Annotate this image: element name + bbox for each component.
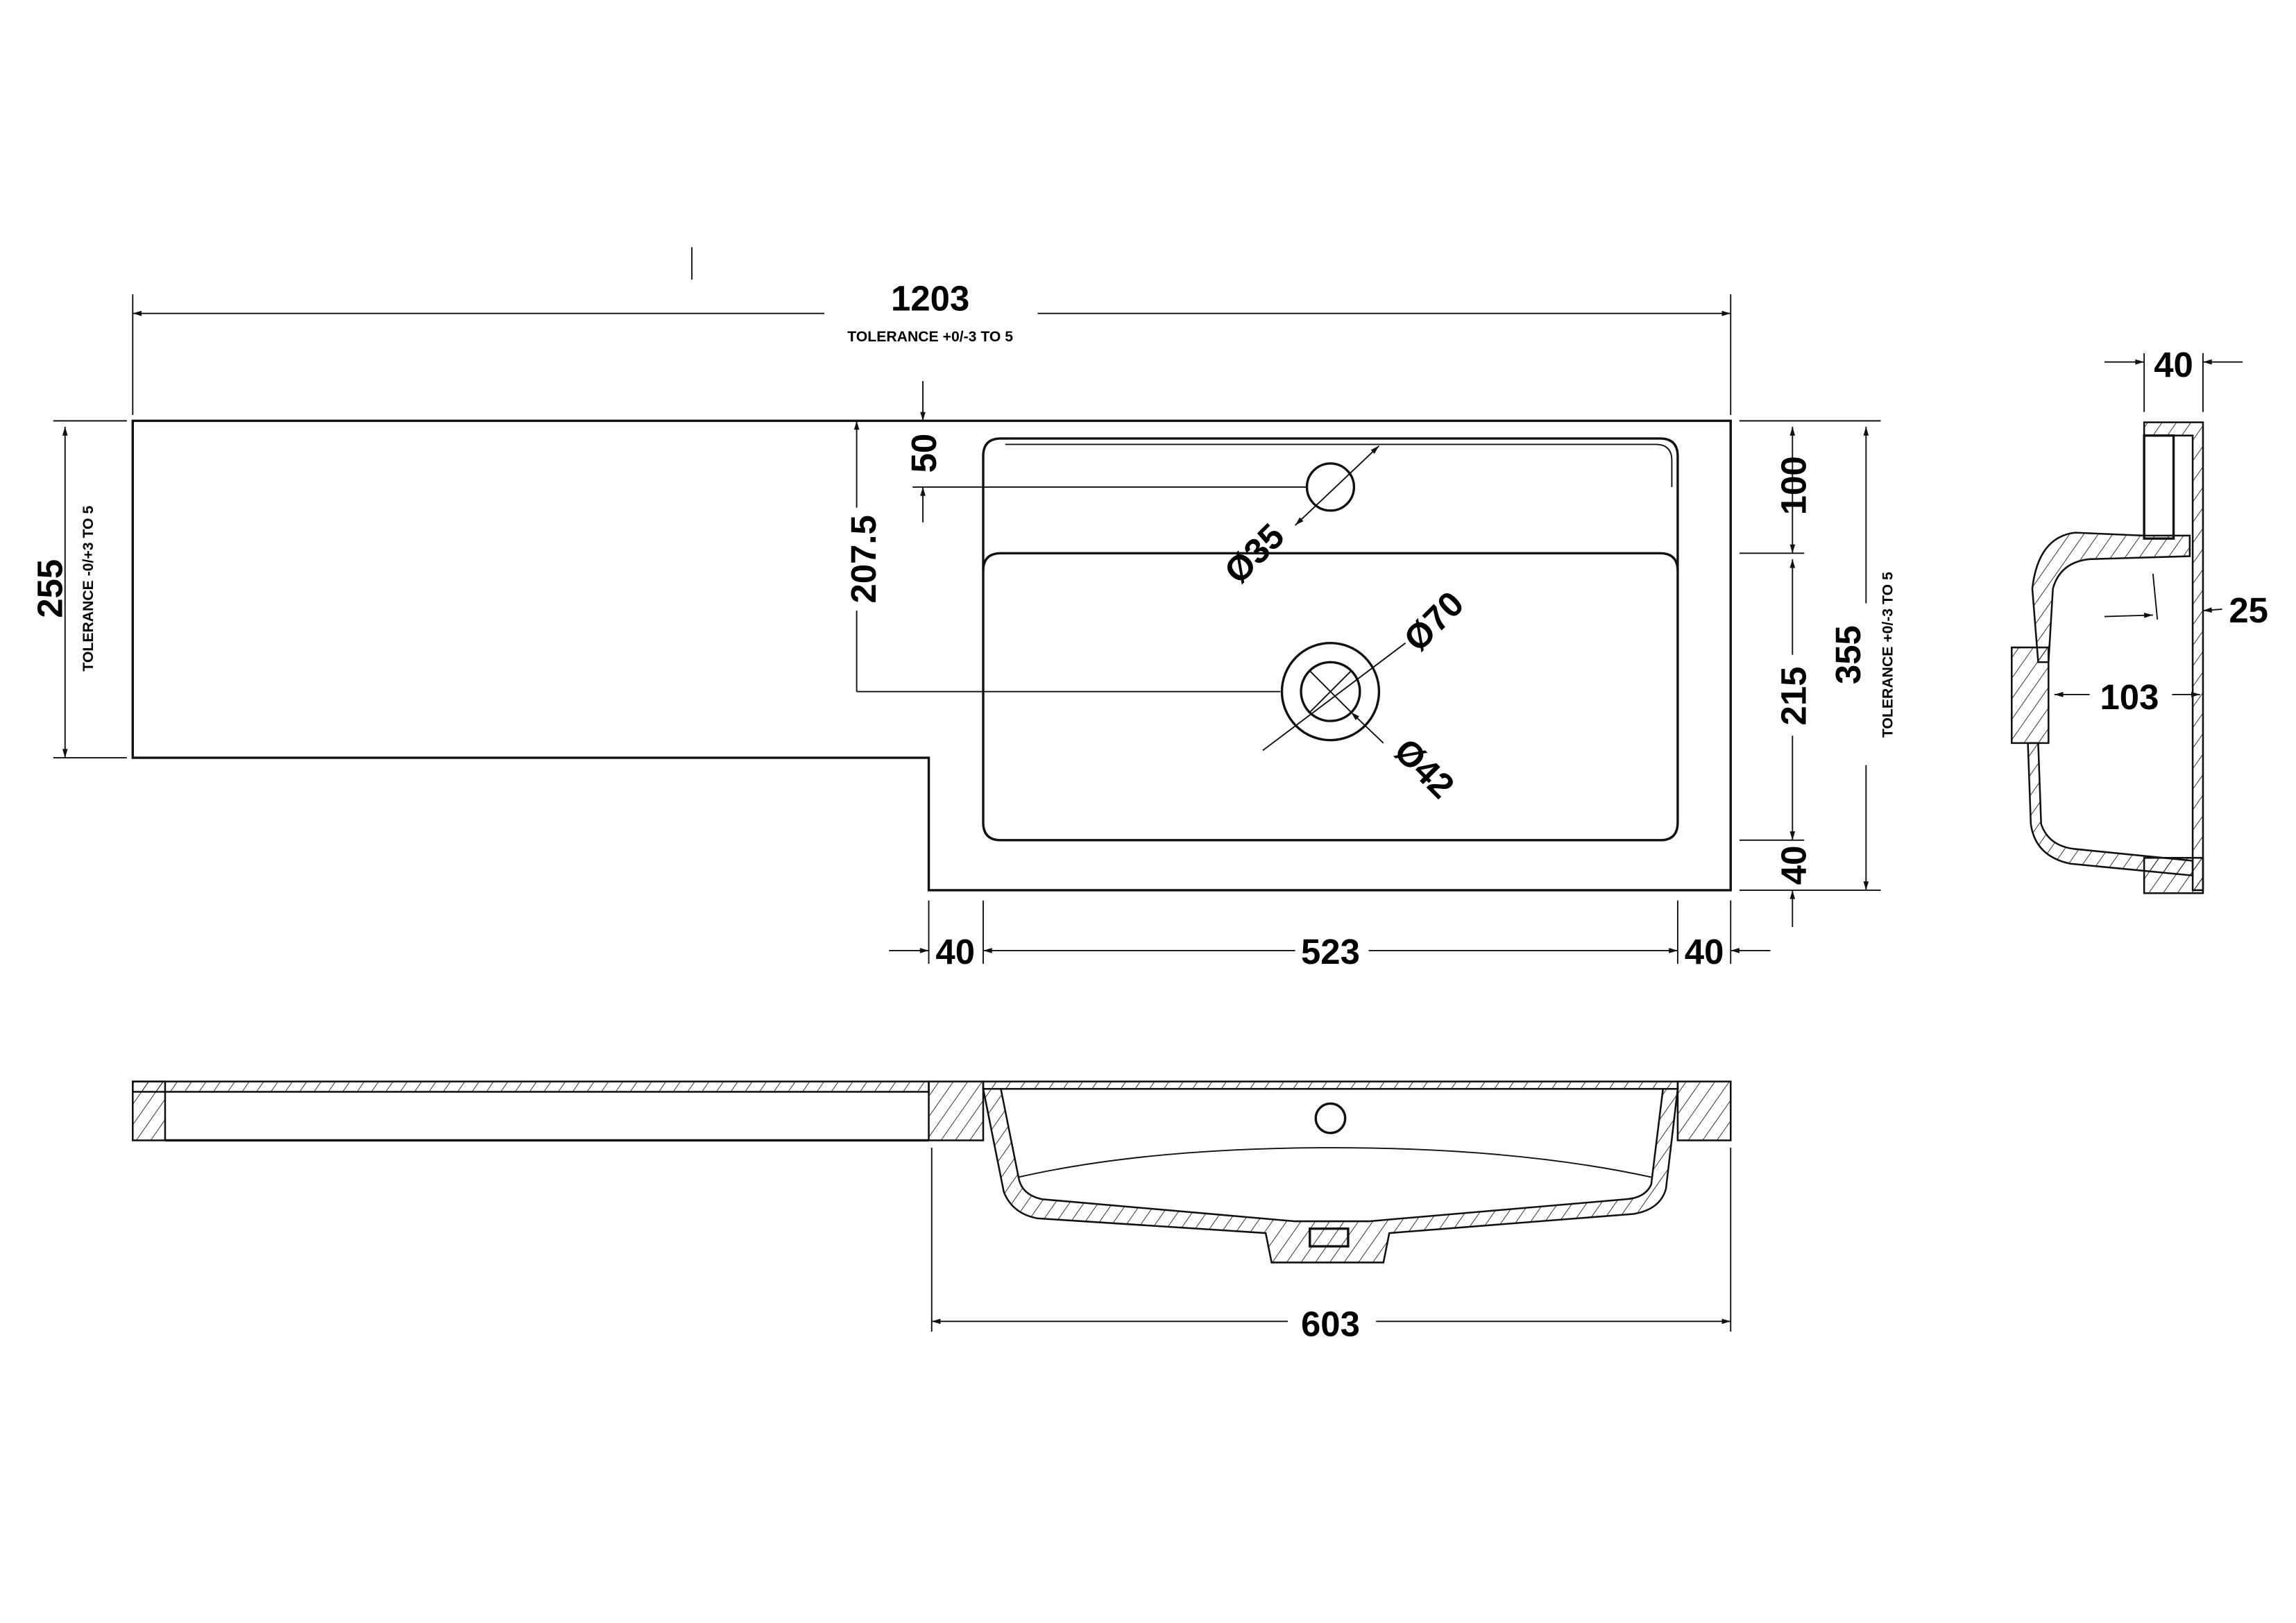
side-dimensions: 40 25 103 bbox=[2054, 345, 2268, 717]
plan-view bbox=[131, 419, 1732, 892]
bottom-dimensions: 40 523 40 bbox=[889, 900, 1771, 971]
side-rim-label: 40 bbox=[2154, 345, 2193, 384]
waste-outlet bbox=[1280, 641, 1381, 742]
overall-width-tolerance: TOLERANCE +0/-3 TO 5 bbox=[847, 329, 1013, 345]
side-wall-label: 25 bbox=[2229, 590, 2268, 630]
overall-depth-label: 355 bbox=[1828, 625, 1868, 684]
waste-offset-label: 207.5 bbox=[844, 515, 883, 603]
waste-inner-label: Ø42 bbox=[1387, 731, 1462, 806]
front-elevation bbox=[132, 1080, 1732, 1264]
tap-hole-label: Ø35 bbox=[1216, 516, 1291, 591]
left-depth-dimension: 255 TOLERANCE -0/+3 TO 5 bbox=[31, 420, 127, 759]
right-dimensions: 100 215 40 355 TOLERANCE +0/-3 TO 5 bbox=[1739, 420, 1898, 927]
bottom-left-rim-label: 40 bbox=[935, 932, 975, 971]
side-section bbox=[2011, 421, 2204, 894]
bowl-width-label: 523 bbox=[1301, 932, 1360, 971]
waste-outer-label: Ø70 bbox=[1396, 584, 1471, 658]
bottom-right-rim-label: 40 bbox=[1685, 932, 1724, 971]
right-bowl-label: 215 bbox=[1774, 667, 1813, 726]
tap-offset-dimension: 50 bbox=[904, 381, 1307, 522]
overall-width-label: 1203 bbox=[891, 278, 969, 318]
tap-hole bbox=[1305, 462, 1356, 512]
right-top-label: 100 bbox=[1774, 456, 1813, 515]
basin-width-label: 603 bbox=[1301, 1304, 1360, 1343]
overall-width-dimension: 1203 TOLERANCE +0/-3 TO 5 bbox=[132, 278, 1732, 416]
waste-offset-dimension: 207.5 bbox=[839, 420, 1281, 692]
overall-depth-tolerance: TOLERANCE +0/-3 TO 5 bbox=[1880, 572, 1896, 738]
basin-width-dimension: 603 bbox=[930, 1148, 1732, 1343]
right-bottom-label: 40 bbox=[1774, 846, 1813, 885]
tap-offset-label: 50 bbox=[904, 434, 944, 473]
left-depth-tolerance: TOLERANCE -0/+3 TO 5 bbox=[80, 506, 96, 672]
side-depth-label: 103 bbox=[2100, 677, 2159, 717]
left-depth-label: 255 bbox=[31, 559, 70, 618]
